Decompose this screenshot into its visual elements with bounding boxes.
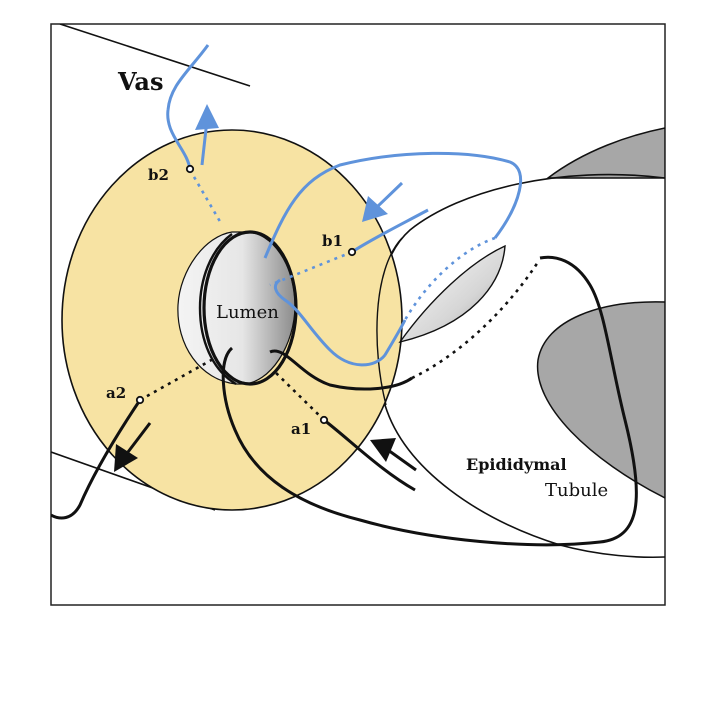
black-suture-a1-dotted [274,371,325,421]
epididymis-gray-tubule [536,301,665,499]
blue-suture-b1-dotted [269,250,353,287]
black-arrow-a2-head [114,444,138,472]
label-b1: b1 [322,232,343,250]
black-suture-a2-tail [51,399,142,520]
black-arrow-a2-shaft [126,422,152,453]
black-suture-long-loop [221,255,638,547]
blue-arrow-b1-shaft [374,181,404,210]
label-lumen: Lumen [216,302,279,323]
point-a2 [135,395,145,405]
black-arrow-a1-head [370,438,396,462]
epididymis-gray-top [545,127,665,179]
blue-suture-back-loop [273,278,407,367]
black-suture-a2-dotted [139,356,216,402]
point-b2 [185,164,195,174]
label-a1: a1 [291,420,311,438]
label-vas: Vas [117,67,163,96]
blue-arrow-b1-head [362,196,388,222]
tubule-lumen-opening [398,244,506,344]
black-suture-upper-loop [269,349,413,391]
blue-suture-b1-loop [263,151,523,259]
vas-lumen-inner-edge [198,233,237,386]
epididymal-tubule-front-edge [376,237,403,406]
label-tubule: Tubule [545,480,608,501]
black-arrow-a1-shaft [387,448,417,472]
point-a1 [319,415,329,425]
blue-suture-b2-dotted [188,169,224,226]
blue-arrow-b2-head [195,104,219,130]
label-b2: b2 [148,166,169,184]
label-a2: a2 [106,384,126,402]
blue-suture-b1-tail [351,208,429,254]
label-epididymal: Epididymal [466,455,567,474]
point-b1 [347,247,357,257]
black-suture-a1-tail [323,418,416,492]
blue-suture-b2 [166,44,210,171]
vas-upper-outline [59,24,251,87]
